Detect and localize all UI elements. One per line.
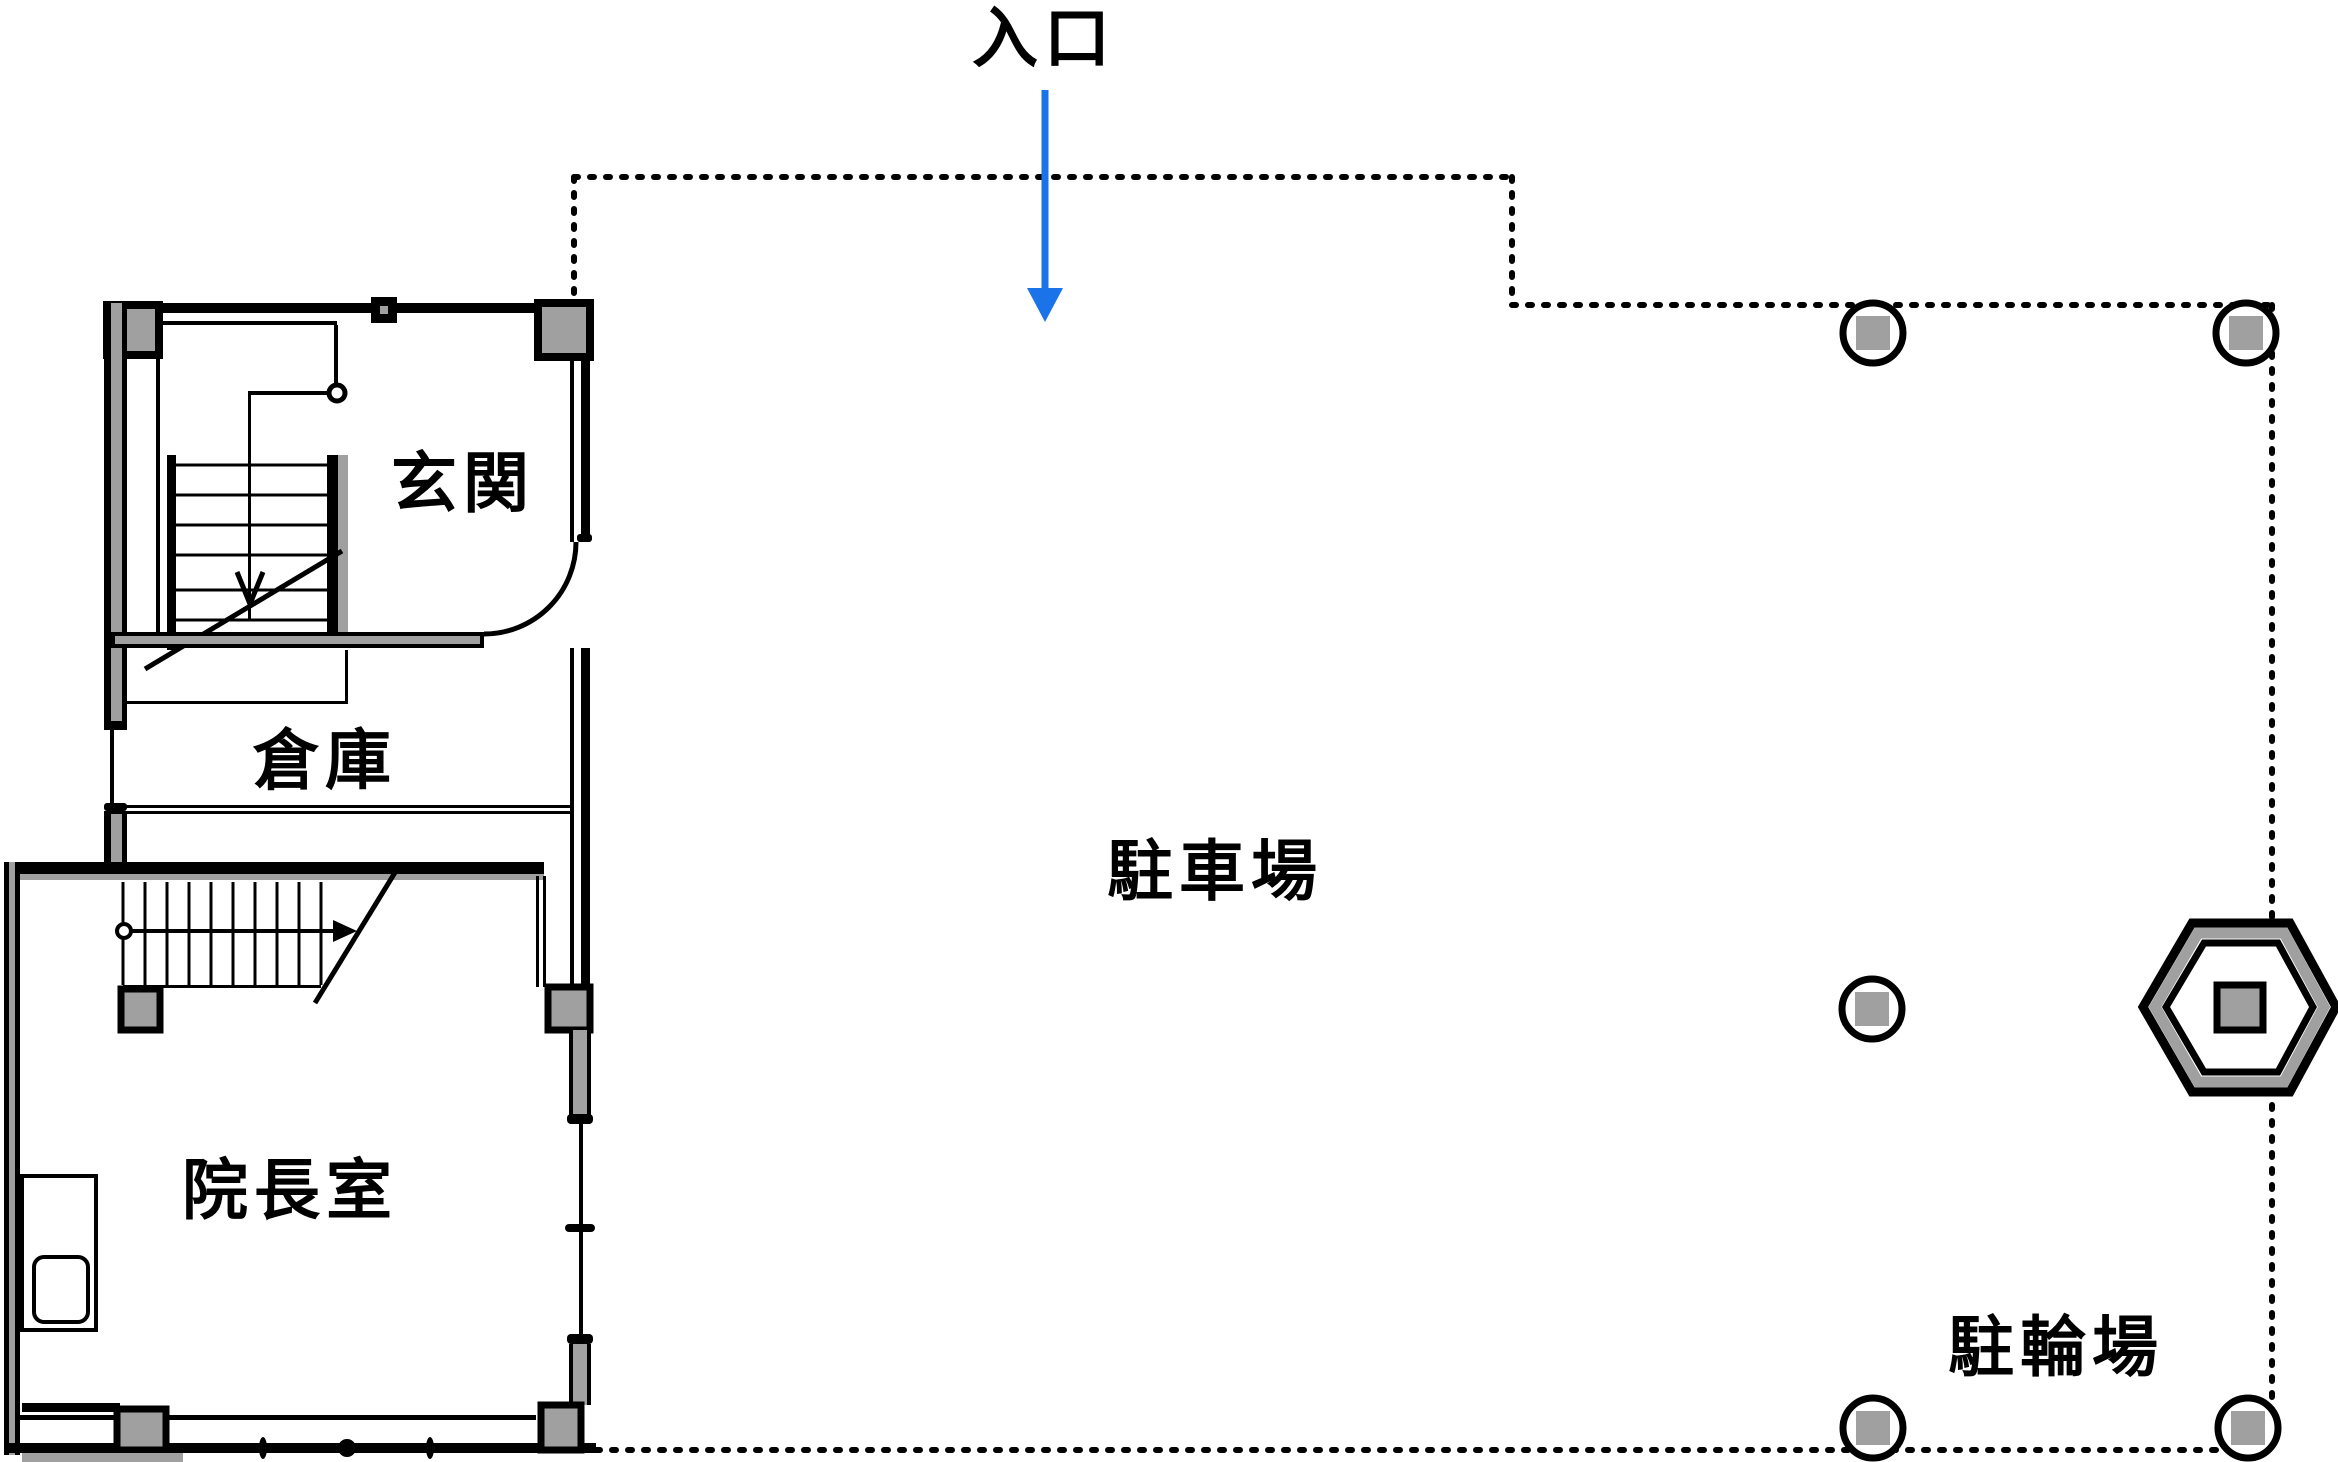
corner-post-top-right — [534, 299, 594, 361]
wall-column-marker-core — [380, 306, 388, 314]
parking-pillars — [1838, 299, 2282, 1462]
wall-top-outer — [104, 303, 590, 313]
room-label-inchoshitsu: 院長室 — [182, 1152, 398, 1229]
pillar-bottom-right — [2214, 1394, 2282, 1462]
room-label-genkan: 玄関 — [391, 445, 535, 522]
stairs-upper-rail-vertical — [334, 325, 338, 395]
stairs-upper-rail-horizontal — [248, 391, 337, 395]
wall-lower-right — [565, 1030, 595, 1405]
stairs-lower-post — [117, 985, 164, 1034]
wall-left-window-line — [110, 730, 114, 803]
wall-right-window-tick — [565, 1224, 595, 1232]
wall-bottom-tick-right — [426, 1437, 434, 1459]
stairs-upper-right-wall — [327, 455, 338, 632]
wall-right-cap-lower — [567, 1334, 593, 1344]
pillar-top-right — [2212, 299, 2280, 367]
shaft-line-right-a — [570, 872, 574, 987]
wall-right-offset-pillar — [544, 983, 594, 1034]
corner-bottom-left-gray-strip — [22, 1453, 183, 1462]
lower-block — [4, 862, 596, 1462]
wall-genkan-bottom — [111, 632, 484, 648]
wall-left — [104, 303, 127, 876]
wall-bottom-outer-line — [4, 1443, 596, 1453]
planter-hexagon — [2137, 918, 2338, 1097]
pillar-bottom-left — [1839, 1394, 1907, 1462]
corner-post-bottom-right — [537, 1401, 585, 1454]
stairs-lower-break-line — [312, 864, 402, 1005]
pillar-middle — [1838, 975, 1906, 1043]
corner-post-bottom-left — [113, 1405, 170, 1454]
wall-top-inner-line — [160, 321, 337, 325]
area-label-bicycle-parking: 駐輪場 — [1948, 1309, 2164, 1386]
understair-outline — [127, 650, 348, 704]
wall-left-cap-upper — [104, 721, 127, 730]
pillar-top-left — [1839, 299, 1907, 367]
wall-right-upper — [570, 357, 592, 872]
sink-outline — [32, 1255, 90, 1324]
stairs-lower — [115, 864, 402, 1034]
door-jamb-cap — [577, 534, 592, 542]
shaft-line-left-b — [543, 876, 546, 987]
stairs-lower-direction-arrowhead — [333, 920, 357, 942]
stairs-upper-newel-circle — [326, 382, 348, 404]
wall-right-cap-upper — [567, 1114, 593, 1124]
stairs-upper-center-rail — [248, 393, 251, 620]
entry-step-top-border — [22, 1403, 120, 1412]
stairs-lower-rail — [119, 929, 341, 933]
entry-door-arc — [483, 541, 579, 637]
hexagon-center-square — [2213, 981, 2267, 1034]
entrance-label: 入口 — [972, 0, 1116, 77]
entrance-arrow-head — [1027, 288, 1063, 322]
area-label-parking: 駐車場 — [1107, 833, 1323, 910]
wall-bottom-dot-marker — [338, 1439, 356, 1457]
wall-lower-left — [4, 862, 20, 1455]
wall-lower-bottom — [4, 1401, 596, 1462]
stairs-lower-bottom-edge — [123, 985, 321, 988]
hexagon-gray-band — [2148, 927, 2331, 1088]
building — [4, 297, 596, 1462]
wall-lower-top — [4, 862, 544, 874]
wall-storage-bottom — [111, 805, 574, 814]
stairs-upper-break-line — [143, 548, 344, 672]
room-label-souko: 倉庫 — [252, 722, 397, 799]
stairwell-left-line — [156, 313, 160, 632]
site-boundary — [571, 174, 2275, 1453]
stairs-upper — [143, 325, 348, 672]
wall-bottom-tick-left — [259, 1437, 267, 1459]
stairs-lower-start-circle — [115, 922, 133, 940]
shaft-line-left-a — [536, 876, 539, 987]
fixture-counter — [20, 1174, 98, 1332]
wall-bottom-inner-line — [20, 1415, 536, 1420]
stairs-upper-left-stringer — [167, 455, 176, 650]
entrance-arrow — [1027, 90, 1063, 322]
shaft-line-right-b — [581, 872, 590, 987]
